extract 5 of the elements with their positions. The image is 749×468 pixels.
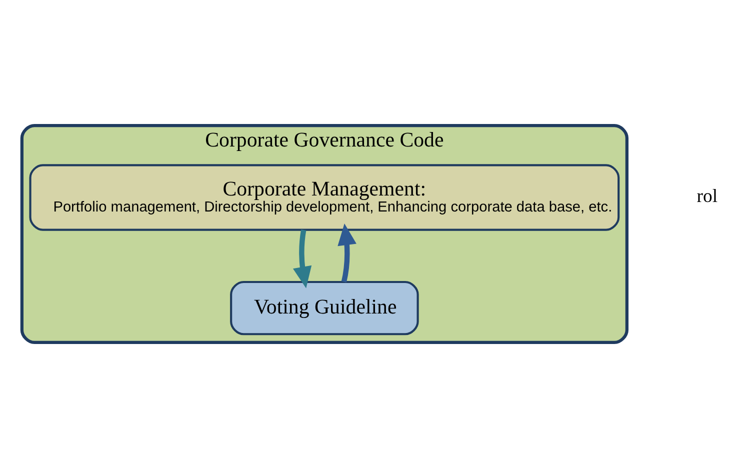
label: rol	[696, 186, 718, 208]
node-box: Voting Guideline	[230, 280, 419, 336]
arrow	[292, 230, 312, 288]
arrow	[338, 223, 356, 282]
node-box: Corporate Management: Portfolio management, Directorship development, Enhancing corporate data base, etc.	[29, 164, 620, 231]
